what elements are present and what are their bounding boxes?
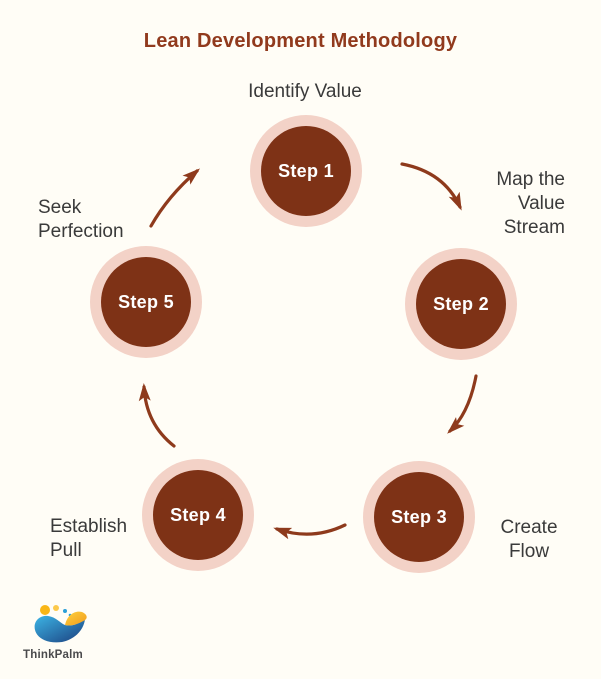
logo-dot-blue-small bbox=[63, 609, 67, 613]
arrow-step3-to-step4 bbox=[273, 523, 347, 540]
step-5-caption: Seek Perfection bbox=[38, 196, 124, 244]
step-1-caption: Identify Value bbox=[248, 80, 362, 104]
step-4-caption: Establish Pull bbox=[50, 515, 127, 563]
step-circle-4: Step 4 bbox=[142, 459, 254, 571]
caption-line: Seek bbox=[38, 197, 82, 218]
caption-line: Stream bbox=[503, 217, 565, 238]
caption-line: Flow bbox=[508, 541, 550, 562]
arrow-step2-to-step3 bbox=[447, 374, 478, 434]
step-4-label: Step 4 bbox=[170, 504, 226, 525]
logo-dot-yellow-large bbox=[40, 605, 50, 615]
brand-logo: ThinkPalm bbox=[23, 603, 103, 661]
logo-crest-yellow bbox=[65, 611, 87, 626]
caption-line: Identify Value bbox=[248, 81, 362, 102]
logo-wave-blue bbox=[34, 615, 85, 643]
diagram-title: Lean Development Methodology bbox=[143, 30, 458, 52]
step-3-label: Step 3 bbox=[391, 506, 447, 527]
step-circle-3: Step 3 bbox=[363, 461, 475, 573]
brand-name: ThinkPalm bbox=[23, 649, 83, 661]
step-circle-2-inner: Step 2 bbox=[416, 259, 506, 349]
thinkpalm-logo-icon bbox=[34, 605, 87, 643]
caption-line: Pull bbox=[50, 540, 82, 561]
step-circle-2: Step 2 bbox=[405, 248, 517, 360]
step-circle-5-inner: Step 5 bbox=[101, 257, 191, 347]
step-circle-5: Step 5 bbox=[90, 246, 202, 358]
caption-line: Perfection bbox=[38, 221, 124, 242]
caption-line: Map the bbox=[496, 169, 565, 190]
step-5-label: Step 5 bbox=[118, 291, 174, 312]
step-circle-4-inner: Step 4 bbox=[153, 470, 243, 560]
arrow-step1-to-step2 bbox=[400, 162, 462, 211]
arrow-step5-to-step1 bbox=[149, 168, 201, 228]
caption-line: Create bbox=[500, 517, 558, 538]
step-circle-1: Step 1 bbox=[250, 115, 362, 227]
step-2-label: Step 2 bbox=[433, 293, 489, 314]
step-circle-3-inner: Step 3 bbox=[374, 472, 464, 562]
step-2-caption: Map the Value Stream bbox=[496, 168, 565, 240]
caption-line: Value bbox=[517, 193, 565, 214]
step-circle-1-inner: Step 1 bbox=[261, 126, 351, 216]
logo-dot-yellow-small bbox=[53, 605, 59, 611]
step-1-label: Step 1 bbox=[278, 160, 334, 181]
caption-line: Establish bbox=[50, 516, 128, 537]
step-3-caption: Create Flow bbox=[500, 516, 557, 564]
arrow-step4-to-step5 bbox=[138, 383, 176, 448]
